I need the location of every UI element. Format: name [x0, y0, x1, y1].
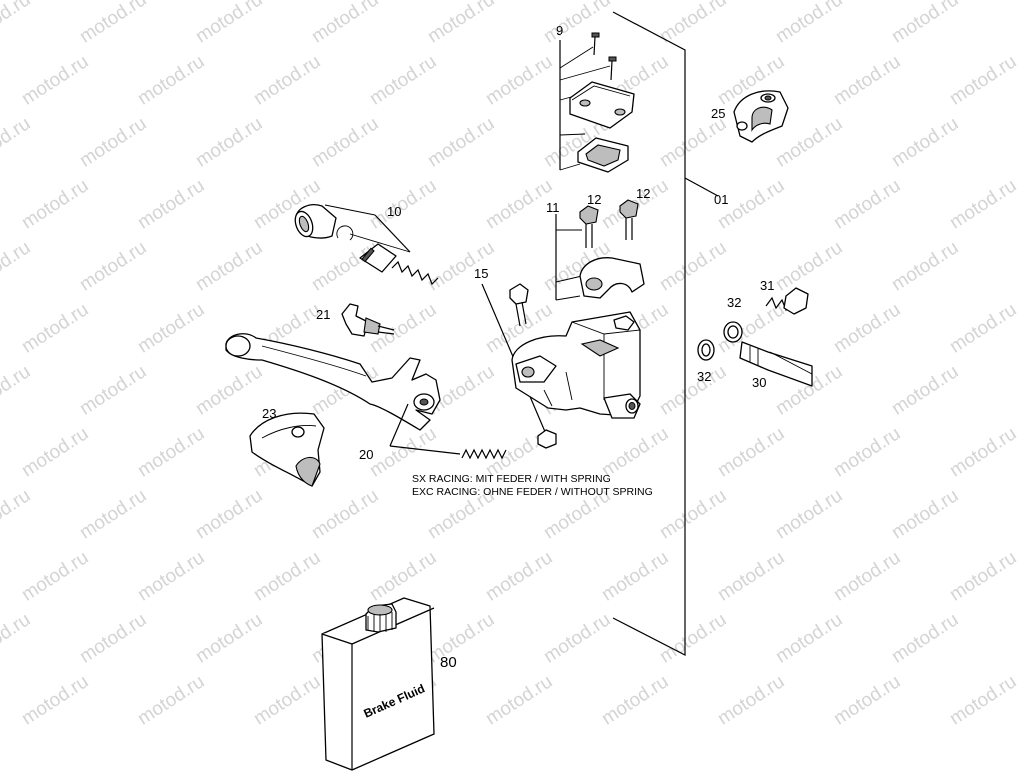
part-32-washer-bottom[interactable]	[697, 339, 715, 361]
callout-10: 10	[387, 204, 401, 219]
part-15-bolt[interactable]	[481, 283, 557, 449]
assembly-bracket-01	[612, 11, 719, 656]
part-32-washer-top[interactable]	[723, 321, 743, 343]
callout-15: 15	[474, 266, 488, 281]
callout-30: 30	[752, 375, 766, 390]
callout-11: 11	[546, 200, 560, 215]
part-21-adjuster[interactable]	[341, 303, 395, 337]
part-25-clamp[interactable]	[733, 90, 789, 143]
callout-12-a: 12	[587, 192, 601, 207]
part-23-lever-cover[interactable]	[249, 412, 325, 487]
callout-23: 23	[262, 406, 276, 421]
part-10-piston-kit[interactable]	[292, 204, 439, 286]
callout-32-a: 32	[727, 295, 741, 310]
callout-25: 25	[711, 106, 725, 121]
note-sx-racing: SX RACING: MIT FEDER / WITH SPRING	[412, 473, 611, 485]
part-31-banjo-bolt[interactable]	[765, 287, 809, 315]
callout-80: 80	[440, 654, 457, 671]
callout-32-b: 32	[697, 369, 711, 384]
note-exc-racing: EXC RACING: OHNE FEDER / WITHOUT SPRING	[412, 486, 653, 498]
part-11-clamp-half[interactable]	[555, 214, 645, 301]
part-80-brake-fluid-bottle[interactable]	[321, 597, 435, 771]
callout-9: 9	[556, 23, 563, 38]
part-20-brake-lever[interactable]	[225, 333, 441, 431]
callout-12-b: 12	[636, 186, 650, 201]
master-cylinder-body[interactable]	[511, 311, 641, 419]
callout-21: 21	[316, 307, 330, 322]
part-9-reservoir-cover[interactable]	[559, 32, 635, 173]
callout-01: 01	[714, 192, 728, 207]
part-30-brake-hose[interactable]	[739, 341, 813, 387]
part-20-spring[interactable]	[389, 403, 507, 460]
callout-20: 20	[359, 447, 373, 462]
callout-31: 31	[760, 278, 774, 293]
part-12-bolts[interactable]	[579, 199, 639, 248]
